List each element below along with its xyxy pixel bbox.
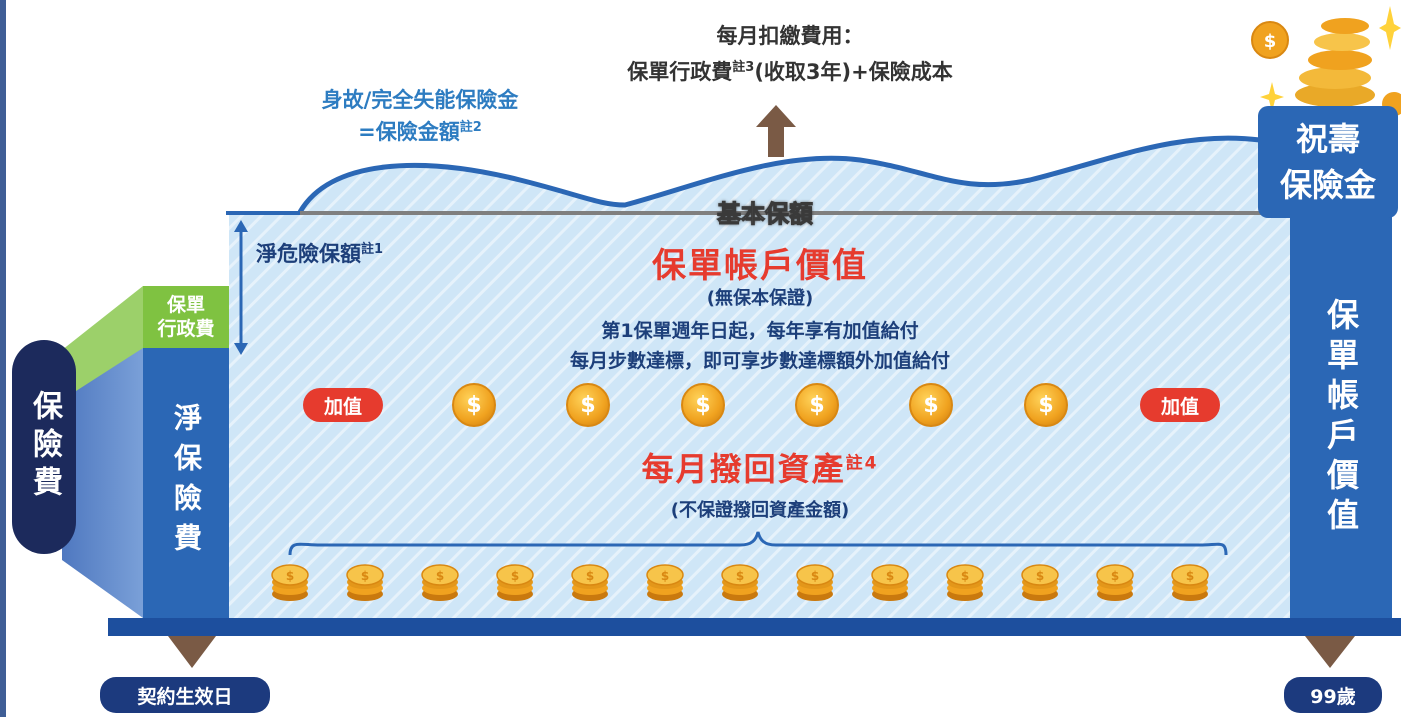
svg-text:$: $ bbox=[286, 569, 294, 583]
coin-stacks: $ bbox=[271, 564, 1209, 602]
policy-start-label: 契約生效日 bbox=[100, 677, 270, 713]
coin-stack-icon bbox=[496, 564, 534, 602]
death-benefit-curve bbox=[297, 135, 1291, 214]
end-pointer bbox=[1305, 636, 1355, 668]
dollar-coin-icon: $ bbox=[452, 383, 496, 427]
coin-stack-icon bbox=[796, 564, 834, 602]
withdrawal-subtitle: (不保證撥回資產金額) bbox=[670, 500, 850, 521]
coin-stack-icon bbox=[721, 564, 759, 602]
account-value-bar-label: 保單帳戶價值 bbox=[1322, 298, 1360, 538]
dollar-coin-icon: $ bbox=[1024, 383, 1068, 427]
coin-stack-icon bbox=[871, 564, 909, 602]
coin-stack-icon bbox=[946, 564, 984, 602]
premium-funnel-shape bbox=[62, 348, 143, 618]
dollar-coin-icon: $ bbox=[795, 383, 839, 427]
value-added-badge: 加值 bbox=[1140, 388, 1220, 422]
sparkle-icon bbox=[1379, 6, 1401, 50]
left-edge-strip bbox=[0, 0, 6, 717]
coin-stack-icon bbox=[571, 564, 609, 602]
maturity-benefit-label: 祝壽 保險金 bbox=[1258, 106, 1398, 218]
sparkle-icon bbox=[1260, 82, 1284, 112]
value-added-badge: 加值 bbox=[303, 388, 383, 422]
deduction-arrow bbox=[768, 125, 784, 157]
net-premium-box: 淨保險費 bbox=[143, 348, 229, 618]
note-2: 註2 bbox=[459, 120, 482, 135]
svg-text:$: $ bbox=[1264, 31, 1277, 52]
deduction-title-line1: 每月扣繳費用： bbox=[716, 24, 864, 48]
deduction-rest-text: (收取3年)+保險成本 bbox=[754, 60, 953, 84]
account-value-title: 保單帳戶價值 bbox=[652, 246, 868, 286]
net-amount-at-risk-label: 淨危險保額註1 bbox=[256, 242, 384, 266]
step-bonus-text: 每月步數達標，即可享步數達標額外加值給付 bbox=[569, 350, 950, 372]
account-value-bar bbox=[1290, 210, 1392, 620]
basic-amount-label: 基本保額 bbox=[717, 200, 814, 229]
deduction-title: 每月扣繳費用： 保單行政費註3(收取3年)+保險成本 bbox=[560, 20, 1020, 86]
note-3: 註3 bbox=[732, 60, 755, 75]
start-pointer bbox=[168, 636, 216, 668]
deduction-title-line2: 保單行政費註3(收取3年)+保險成本 bbox=[560, 56, 1020, 86]
death-benefit-label: 身故/完全失能保險金 =保險金額註2 bbox=[270, 84, 570, 146]
dollar-coin-icon: $ bbox=[681, 383, 725, 427]
account-value-area bbox=[229, 138, 1290, 618]
dollar-coin-icon: $ bbox=[909, 383, 953, 427]
admin-fee-text: 保單行政費 bbox=[627, 60, 733, 84]
note-4: 註4 bbox=[845, 453, 879, 474]
timeline-bar bbox=[108, 618, 1401, 636]
coin-stack-icon bbox=[421, 564, 459, 602]
coin-stack-icon bbox=[1171, 564, 1209, 602]
coin-stack-icon bbox=[346, 564, 384, 602]
coin-stack-icon bbox=[646, 564, 684, 602]
death-benefit-line1: 身故/完全失能保險金 bbox=[321, 88, 519, 112]
admin-fee-funnel-shape bbox=[62, 286, 143, 400]
coin-pile-icon bbox=[1295, 83, 1375, 107]
withdrawal-brace bbox=[288, 531, 1228, 556]
premium-pill: 保險費 bbox=[12, 340, 76, 554]
coin-stack-icon bbox=[1021, 564, 1059, 602]
account-value-subtitle: (無保本保證) bbox=[706, 288, 814, 309]
annual-bonus-text: 第1保單週年日起，每年享有加值給付 bbox=[601, 320, 919, 342]
coin-stack-icon bbox=[1096, 564, 1134, 602]
withdrawal-title: 每月撥回資產註4 bbox=[641, 450, 879, 488]
admin-fee-box: 保單行政費 bbox=[143, 286, 229, 348]
age-99-label: 99歲 bbox=[1284, 677, 1382, 713]
note-1: 註1 bbox=[361, 242, 384, 257]
death-benefit-line2: =保險金額註2 bbox=[358, 120, 482, 144]
dollar-coin-icon: $ bbox=[566, 383, 610, 427]
